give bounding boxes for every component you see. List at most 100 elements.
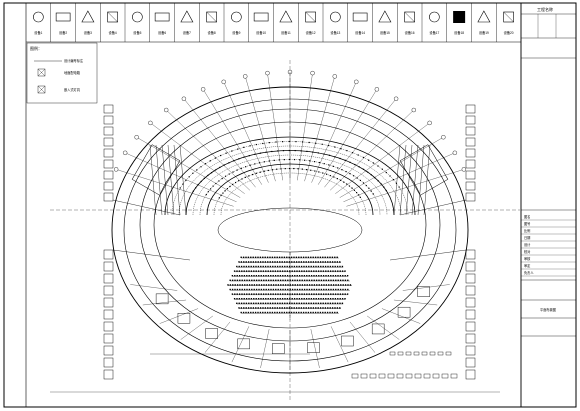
seat-mark <box>339 288 342 291</box>
seat-mark <box>247 307 250 309</box>
grid-axis-bubble <box>332 74 337 79</box>
seat-mark <box>288 140 290 143</box>
seat-mark <box>281 141 284 143</box>
seat-mark <box>296 298 298 300</box>
seat-mark <box>300 265 303 268</box>
seat-mark <box>339 157 341 160</box>
seat-mark <box>331 261 334 263</box>
seat-mark <box>308 293 310 295</box>
seat-mark <box>296 284 299 286</box>
device-icon-label: 设备14 <box>355 30 365 35</box>
equipment-box <box>103 126 114 136</box>
seat-mark <box>283 256 286 258</box>
equipment-box <box>103 297 114 308</box>
drawing-frame <box>25 2 522 408</box>
seat-mark <box>272 288 275 291</box>
seat-mark <box>303 288 306 291</box>
device-icon-label: 设备12 <box>306 30 316 35</box>
seat-mark <box>236 279 239 281</box>
seat-mark <box>243 261 245 263</box>
seat-mark <box>318 284 320 286</box>
feeder-line <box>112 249 191 261</box>
seat-mark <box>238 293 241 295</box>
seat-mark <box>238 265 240 268</box>
seat-mark <box>231 150 233 152</box>
seat-mark <box>303 261 305 263</box>
seat-mark <box>267 293 270 295</box>
seat-mark <box>377 165 379 167</box>
seat-mark <box>313 288 315 291</box>
seat-mark <box>308 270 310 272</box>
seat-mark <box>282 288 284 291</box>
seat-mark <box>305 256 307 258</box>
seat-mark <box>286 261 288 263</box>
seat-mark <box>335 279 337 281</box>
seat-mark <box>296 275 298 277</box>
seat-mark <box>315 270 317 272</box>
seat-mark <box>192 172 194 174</box>
grid-axis-bubble <box>452 150 458 156</box>
seat-mark <box>268 160 270 162</box>
seat-mark <box>327 293 330 295</box>
bottom-device <box>405 351 412 356</box>
seat-mark <box>281 298 284 300</box>
perimeter-room <box>205 328 218 339</box>
feeder-line <box>112 199 181 216</box>
seat-mark <box>322 172 324 174</box>
seat-mark <box>283 311 286 314</box>
seat-mark <box>323 279 325 281</box>
seat-mark <box>349 284 352 286</box>
radial-grid-line <box>310 329 320 369</box>
seat-mark <box>248 275 250 277</box>
seat-mark <box>268 284 270 286</box>
seat-mark <box>251 284 253 286</box>
seat-mark <box>301 284 304 286</box>
seat-mark <box>312 311 314 314</box>
seat-mark <box>195 187 197 189</box>
seat-mark <box>276 261 279 263</box>
seat-mark <box>329 174 331 177</box>
seat-mark <box>317 270 320 272</box>
bottom-device <box>396 373 404 379</box>
seat-mark <box>267 298 269 300</box>
seat-mark <box>300 261 303 263</box>
seat-mark <box>315 293 318 295</box>
seat-mark <box>324 302 327 304</box>
seat-mark <box>319 261 322 263</box>
seat-mark <box>248 175 250 177</box>
wing-room <box>399 144 449 196</box>
seat-mark <box>307 256 310 258</box>
seat-mark <box>262 311 264 314</box>
seat-mark <box>383 186 385 188</box>
seat-mark <box>322 275 325 277</box>
equipment-box <box>103 249 114 260</box>
seat-mark <box>274 302 276 304</box>
seat-mark <box>288 265 291 268</box>
seat-mark <box>279 279 282 281</box>
equipment-box <box>103 321 114 332</box>
seat-mark <box>239 288 241 291</box>
seat-mark <box>335 284 337 286</box>
seat-mark <box>238 261 240 263</box>
seat-mark <box>255 288 258 291</box>
equipment-box <box>465 126 476 136</box>
seat-mark <box>327 288 330 291</box>
seat-mark <box>274 307 276 309</box>
legend-item-label: 地面配电箱 <box>64 70 81 75</box>
equipment-box <box>465 148 476 158</box>
seat-mark <box>229 185 231 188</box>
device-icon: 设备19 <box>477 10 491 35</box>
seat-mark <box>297 168 299 170</box>
radial-grid-line <box>203 89 262 185</box>
seat-mark <box>310 265 312 268</box>
seat-mark <box>277 150 279 152</box>
seat-mark <box>282 275 284 277</box>
seat-mark <box>300 302 303 304</box>
seat-mark <box>341 302 344 304</box>
perimeter-room <box>272 343 285 354</box>
legend-title: 图例： <box>30 45 42 51</box>
seat-mark <box>251 288 253 291</box>
seat-mark <box>313 279 315 281</box>
radial-grid-line <box>223 81 269 183</box>
seat-mark <box>240 261 243 263</box>
